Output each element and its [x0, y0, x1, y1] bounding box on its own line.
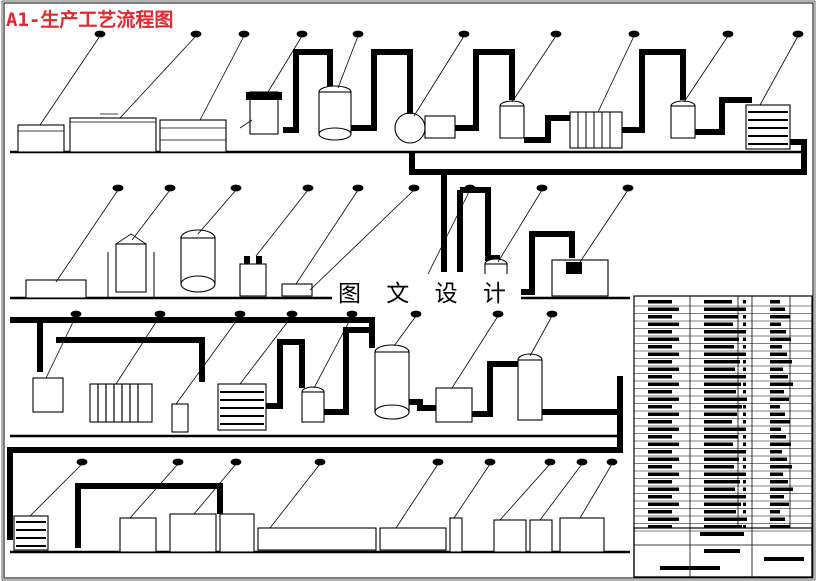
cooling-conveyor [257, 527, 377, 551]
conveyor-belt [69, 117, 157, 153]
row-3-process-line [7, 317, 623, 540]
parts-list-table [633, 295, 813, 578]
inspection-conveyor [379, 527, 447, 551]
storage-tank-2 [499, 105, 525, 139]
packing-unit [529, 519, 553, 553]
sterilizer-tunnel [219, 513, 255, 553]
watermark-text: 图 文 设 计 [332, 274, 521, 308]
row-2-process-line [10, 229, 630, 300]
blanching-tower [115, 243, 147, 293]
coding-machine [493, 519, 527, 553]
homogenizer [435, 387, 473, 423]
drawing-border [3, 2, 814, 579]
dosing-pump [171, 403, 189, 433]
leader-balloons [29, 30, 804, 529]
row-4-process-line [10, 483, 630, 554]
mixing-kettle [32, 377, 64, 413]
case-packer [559, 517, 605, 553]
labeller [449, 517, 463, 553]
bottle-washer [119, 517, 157, 553]
press-drum [394, 112, 426, 144]
drawing-title: A1-生产工艺流程图 [6, 9, 174, 31]
small-pump [281, 283, 313, 297]
buffer-tank [301, 391, 325, 423]
storage-tank-1 [318, 91, 352, 135]
frame-filter [89, 383, 153, 423]
storage-tank-3 [670, 105, 696, 139]
row-1-process-line [10, 49, 807, 175]
sterilizing-tank [374, 351, 410, 413]
degassing-tank [517, 359, 543, 421]
raw-tank [25, 279, 87, 299]
sorting-table [159, 119, 227, 153]
capping-machine [169, 513, 217, 553]
pump-unit [239, 263, 267, 297]
washing-tank [17, 124, 65, 153]
